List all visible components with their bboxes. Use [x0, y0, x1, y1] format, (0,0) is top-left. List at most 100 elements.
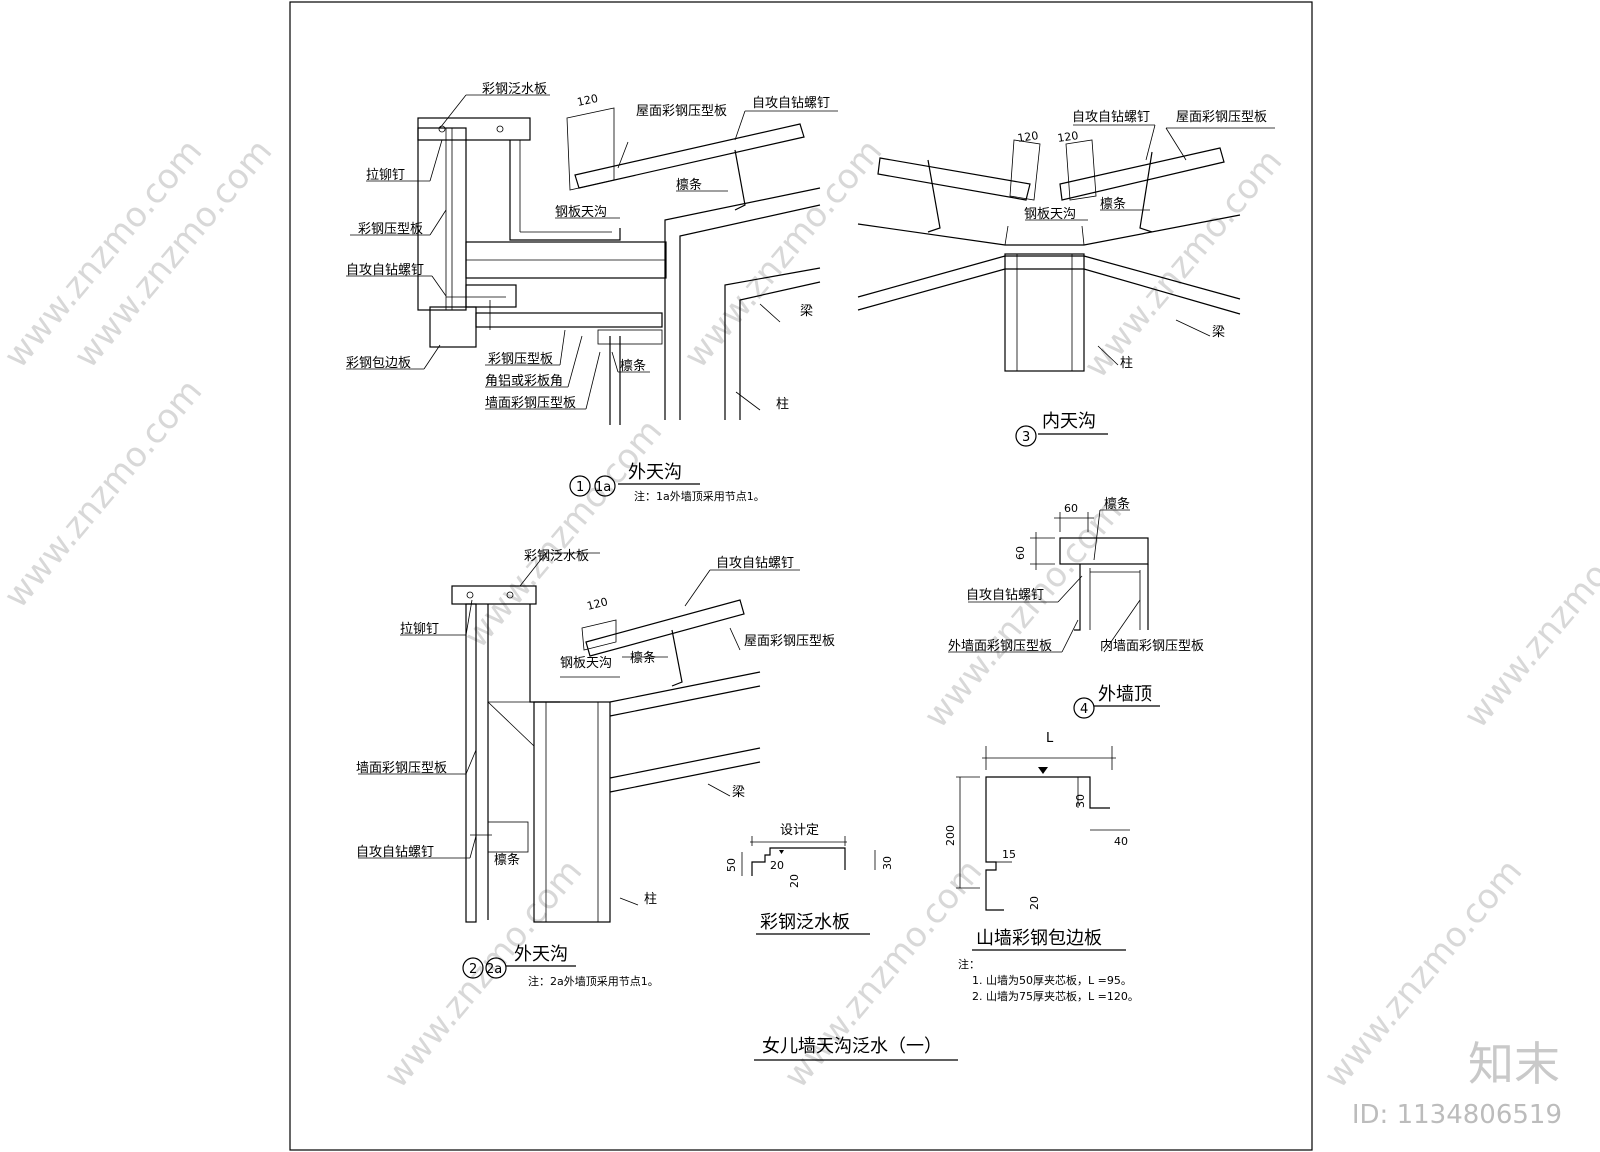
label-purlin2: 檩条: [494, 852, 520, 868]
gable-trim-drawing: [956, 746, 1130, 911]
dim-120-right: 120: [1057, 129, 1080, 145]
label-purlin: 檩条: [630, 650, 656, 666]
label-flashing: 彩钢泛水板: [524, 549, 589, 564]
watermark-text: www.znzmo.com: [676, 132, 890, 376]
dim-L: L: [1046, 731, 1054, 746]
detail-number: 1: [576, 480, 584, 495]
dim-15: 15: [1002, 848, 1016, 861]
label-screw: 自攻自钻螺钉: [1072, 110, 1150, 125]
gable-trim-title: 山墙彩钢包边板: [976, 928, 1102, 949]
image-id-watermark: ID: 1134806519: [1351, 1100, 1562, 1130]
watermark-text: www.znzmo.com: [1456, 492, 1600, 736]
detail-number-circle: [462, 957, 484, 979]
gable-trim-labels: L 30 40 200 15 20 山墙彩钢包边板 注： 1. 山墙为50厚夹芯…: [944, 731, 1139, 1003]
detail-number-circle: [485, 957, 507, 979]
sheet-border: [289, 1, 1313, 1151]
detail-title: 内天沟: [1042, 411, 1096, 432]
flashing-board-title: 彩钢泛水板: [760, 912, 850, 933]
dim-120: 120: [576, 92, 599, 109]
dim-20a: 20: [770, 859, 784, 872]
gable-trim-note-1: 1. 山墙为50厚夹芯板，L =95。: [972, 973, 1132, 987]
label-beam: 梁: [732, 785, 745, 800]
detail-4-title: 4 外墙顶: [1073, 684, 1160, 719]
detail-number-circle: [594, 475, 616, 497]
detail-4-drawing: [948, 509, 1149, 653]
label-purlin: 檩条: [1104, 496, 1130, 512]
label-outer-wall: 外墙面彩钢压型板: [948, 639, 1052, 654]
detail-number-a: 1a: [595, 480, 611, 495]
dim-width: 60: [1064, 502, 1078, 515]
dim-20b: 20: [788, 874, 801, 888]
label-sheet2: 彩钢压型板: [488, 352, 553, 367]
label-column: 柱: [776, 397, 789, 412]
label-column: 柱: [1120, 356, 1133, 371]
flashing-board-drawing: [741, 836, 876, 876]
detail-note: 注：1a外墙顶采用节点1。: [634, 489, 765, 503]
label-beam: 梁: [800, 304, 813, 319]
detail-3-labels: 自攻自钻螺钉 屋面彩钢压型板 檩条 钢板天沟 梁 柱 120 120: [1017, 110, 1267, 371]
detail-number: 4: [1080, 702, 1088, 717]
brand-watermark: 知末: [1468, 1037, 1560, 1091]
label-roof-sheet: 屋面彩钢压型板: [1176, 110, 1267, 125]
flashing-board-labels: 设计定 50 20 20 30 彩钢泛水板: [725, 823, 894, 935]
label-screw-right: 自攻自钻螺钉: [752, 96, 830, 111]
label-screw: 自攻自钻螺钉: [346, 263, 424, 278]
label-screw: 自攻自钻螺钉: [966, 588, 1044, 603]
watermark-text: www.znzmo.com: [376, 852, 590, 1096]
label-wall-sheet2: 墙面彩钢压型板: [485, 396, 576, 411]
dim-height: 60: [1014, 546, 1027, 560]
detail-title: 外墙顶: [1098, 684, 1152, 705]
label-beam: 梁: [1212, 325, 1225, 340]
label-edge-trim: 彩钢包边板: [346, 356, 411, 371]
label-wall-sheet: 墙面彩钢压型板: [356, 761, 447, 776]
watermark-text: www.znzmo.com: [1076, 142, 1290, 386]
gable-trim-note-2: 2. 山墙为75厚夹芯板，L =120。: [972, 989, 1139, 1003]
detail-3-title: 3 内天沟: [1015, 411, 1108, 447]
detail-1-title: 1 1a 外天沟 注：1a外墙顶采用节点1。: [569, 462, 765, 503]
dim-40: 40: [1114, 835, 1128, 848]
detail-number-a: 2a: [486, 962, 502, 977]
detail-title: 外天沟: [514, 944, 568, 965]
sheet-title-block: 女儿墙天沟泛水（一）: [754, 1036, 958, 1061]
detail-note: 注：2a外墙顶采用节点1。: [528, 974, 659, 988]
detail-2-title: 2 2a 外天沟 注：2a外墙顶采用节点1。: [462, 944, 659, 988]
label-screw: 自攻自钻螺钉: [716, 556, 794, 571]
label-inner-wall: 内墙面彩钢压型板: [1100, 638, 1204, 654]
dim-50: 50: [725, 858, 738, 872]
dim-200: 200: [944, 825, 957, 846]
detail-1-drawing: [346, 94, 838, 425]
label-flashing: 彩钢泛水板: [482, 82, 547, 97]
label-roof-sheet: 屋面彩钢压型板: [636, 104, 727, 119]
detail-4-labels: 檩条 自攻自钻螺钉 外墙面彩钢压型板 内墙面彩钢压型板 60 60: [948, 496, 1204, 654]
label-roof-sheet: 屋面彩钢压型板: [744, 634, 835, 649]
detail-number-circle: [569, 475, 591, 497]
detail-number-circle: [1015, 425, 1037, 447]
sheet-title: 女儿墙天沟泛水（一）: [762, 1036, 942, 1057]
dim-120-left: 120: [1017, 129, 1040, 145]
watermark-text: www.znzmo.com: [0, 372, 210, 616]
label-screw2: 自攻自钻螺钉: [356, 845, 434, 860]
dim-120: 120: [586, 595, 610, 613]
dim-30: 30: [1074, 794, 1087, 808]
label-wall-sheet: 彩钢压型板: [358, 222, 423, 237]
label-rivet: 拉铆钉: [366, 168, 405, 183]
detail-2-labels: 彩钢泛水板 拉铆钉 自攻自钻螺钉 屋面彩钢压型板 檩条 钢板天沟 墙面彩钢压型板…: [356, 549, 835, 907]
label-purlin: 檩条: [1100, 196, 1126, 212]
label-column: 柱: [644, 892, 657, 907]
label-purlin: 檩条: [676, 177, 702, 193]
detail-3-drawing: [857, 124, 1275, 372]
dim-30: 30: [881, 856, 894, 870]
detail-number-circle: [1073, 697, 1095, 719]
label-angle: 角铝或彩板角: [485, 374, 563, 389]
detail-1-labels: 彩钢泛水板 拉铆钉 彩钢压型板 自攻自钻螺钉 彩钢包边板 钢板天沟 屋面彩钢压型…: [346, 82, 830, 412]
detail-2-drawing: [358, 552, 800, 923]
label-rivet: 拉铆钉: [400, 622, 439, 637]
detail-number: 2: [469, 962, 477, 977]
watermark-layer: www.znzmo.com www.znzmo.com www.znzmo.co…: [0, 132, 1600, 1096]
dim-20: 20: [1028, 896, 1041, 910]
detail-title: 外天沟: [628, 462, 682, 483]
label-steel-gutter: 钢板天沟: [555, 205, 607, 220]
detail-number: 3: [1022, 430, 1030, 445]
label-steel-gutter: 钢板天沟: [560, 656, 612, 671]
